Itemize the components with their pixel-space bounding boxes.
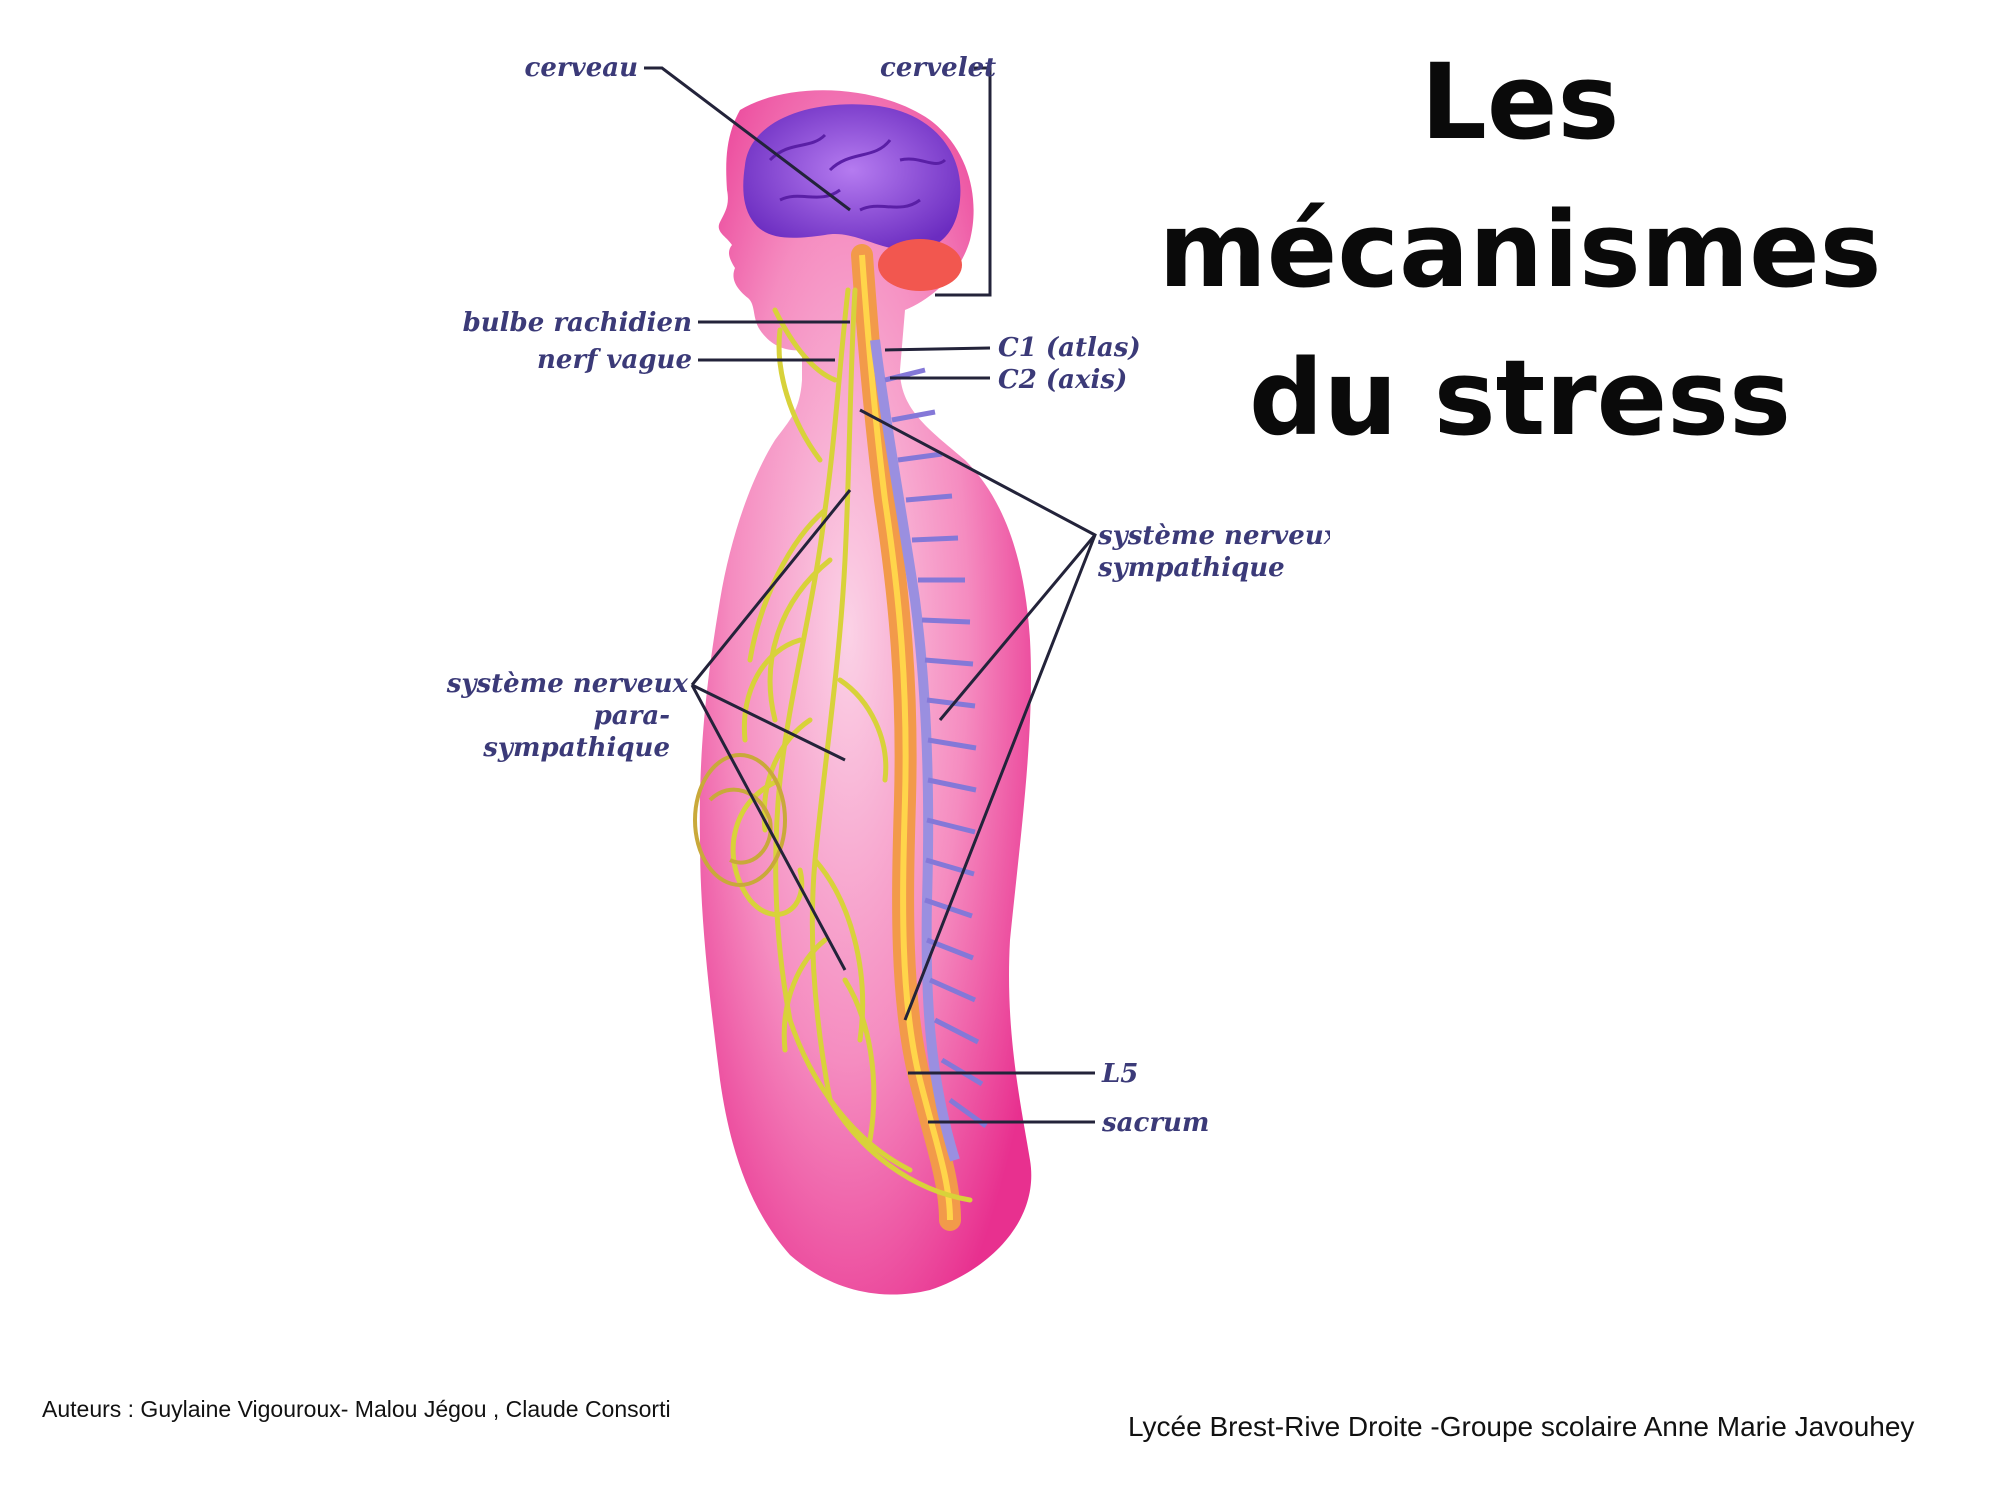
brain-cerebrum bbox=[743, 104, 961, 251]
label-c1-atlas: C1 (atlas) bbox=[998, 333, 1141, 363]
label-cervelet: cervelet bbox=[880, 53, 996, 83]
label-parasympathique-line1: système nerveux bbox=[446, 669, 689, 699]
parasympathetic-nerves bbox=[730, 287, 973, 1203]
nervous-system-diagram: cerveau cervelet bulbe rachidien nerf va… bbox=[446, 53, 1330, 1295]
footer-authors: Auteurs : Guylaine Vigouroux- Malou Jégo… bbox=[42, 1396, 671, 1422]
label-sympathique-line2: sympathique bbox=[1097, 553, 1285, 583]
footer-school: Lycée Brest-Rive Droite -Groupe scolaire… bbox=[1128, 1411, 1915, 1442]
body-silhouette bbox=[699, 90, 1032, 1295]
brain-folds bbox=[768, 133, 947, 212]
label-cerveau: cerveau bbox=[525, 53, 638, 83]
label-sympathique-line1: système nerveux bbox=[1097, 521, 1330, 551]
label-parasympathique-line2: para- bbox=[594, 701, 670, 731]
label-l5: L5 bbox=[1101, 1059, 1138, 1089]
slide-title: Les mécanismes du stress bbox=[1150, 28, 1890, 472]
cerebellum bbox=[878, 239, 962, 291]
title-line-1: Les bbox=[1420, 41, 1620, 163]
visceral-organ bbox=[693, 753, 787, 887]
label-parasympathique-line3: sympathique bbox=[482, 733, 670, 763]
label-c2-axis: C2 (axis) bbox=[998, 365, 1127, 395]
sympathetic-chain bbox=[870, 339, 960, 1162]
title-line-2: mécanismes bbox=[1158, 189, 1882, 311]
label-sacrum: sacrum bbox=[1101, 1108, 1209, 1138]
title-line-3: du stress bbox=[1249, 337, 1791, 459]
label-nerf-vague: nerf vague bbox=[537, 345, 692, 375]
label-bulbe-rachidien: bulbe rachidien bbox=[463, 308, 692, 338]
leader-lines bbox=[644, 66, 1097, 1124]
spinal-core bbox=[859, 254, 953, 1221]
